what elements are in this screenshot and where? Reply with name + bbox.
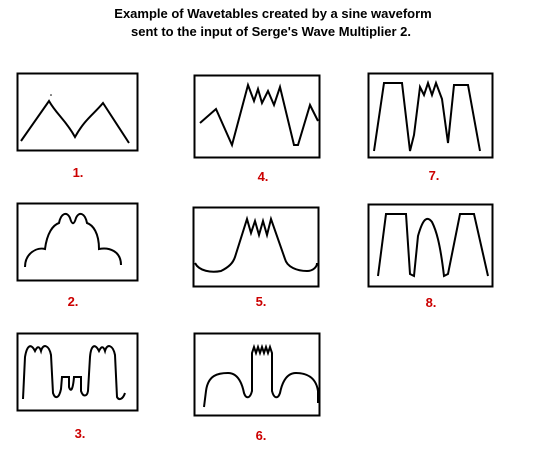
label-6: 6. <box>255 428 267 443</box>
label-8: 8. <box>425 295 437 310</box>
wavetable-4-waveform <box>199 81 319 148</box>
wavetable-panel-5 <box>192 206 320 288</box>
wavetable-3-frame <box>16 332 139 412</box>
wavetable-panel-1 <box>16 72 139 152</box>
wavetable-5-waveform <box>194 215 318 273</box>
wavetable-panel-3 <box>16 332 139 412</box>
wavetable-7-waveform <box>373 79 481 152</box>
wavetable-panel-2 <box>16 202 139 282</box>
wavetable-panel-4 <box>193 74 321 159</box>
wavetable-4-frame <box>193 74 321 159</box>
wavetable-8-frame <box>367 203 494 288</box>
wavetable-3-figure <box>16 332 139 412</box>
wavetable-7-frame <box>367 72 494 159</box>
wavetable-6-frame <box>193 332 321 417</box>
wavetable-6-figure <box>193 332 321 417</box>
wavetable-1-frame <box>16 72 139 152</box>
wavetable-5-frame <box>192 206 320 288</box>
title-line-1: Example of Wavetables created by a sine … <box>114 6 432 21</box>
label-5: 5. <box>255 294 267 309</box>
wavetable-8-figure <box>367 203 494 288</box>
wavetable-6-waveform <box>203 343 319 408</box>
wavetable-panel-8 <box>367 203 494 288</box>
wavetable-4-figure <box>193 74 321 159</box>
label-2: 2. <box>67 294 79 309</box>
label-1: 1. <box>72 165 84 180</box>
title-line-2: sent to the input of Serge's Wave Multip… <box>131 24 411 39</box>
label-4: 4. <box>257 169 269 184</box>
wavetable-1-figure <box>16 72 139 152</box>
wavetable-panel-7 <box>367 72 494 159</box>
label-7: 7. <box>428 168 440 183</box>
wavetable-7-figure <box>367 72 494 159</box>
wavetable-2-frame <box>16 202 139 282</box>
wavetable-panel-6 <box>193 332 321 417</box>
wavetable-5-figure <box>192 206 320 288</box>
wavetable-2-waveform <box>24 212 122 268</box>
wavetable-1-waveform <box>20 99 130 144</box>
wavetable-2-figure <box>16 202 139 282</box>
wavetable-3-waveform <box>22 345 126 401</box>
wavetable-8-waveform <box>377 213 489 278</box>
label-3: 3. <box>74 426 86 441</box>
